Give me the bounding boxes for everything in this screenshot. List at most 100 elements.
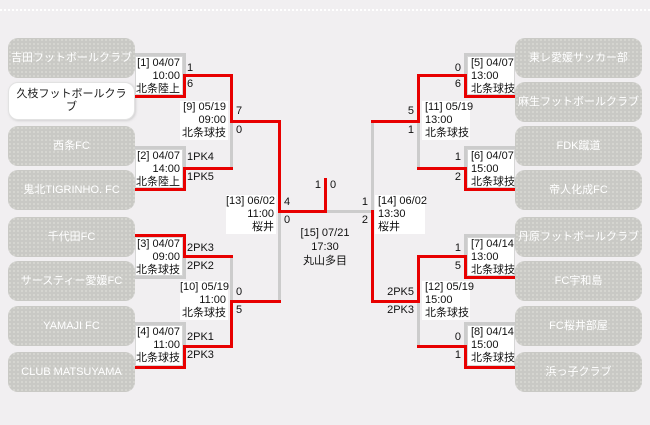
- match-4-score-bottom: 2PK3: [187, 349, 214, 361]
- match-7-info: [7] 04/14 13:00 北条球技: [467, 237, 515, 276]
- winner-path-line: [324, 178, 327, 213]
- match-venue: 北条球技: [471, 352, 515, 364]
- winner-path-line: [464, 366, 515, 369]
- match-4-score-top: 2PK1: [187, 331, 214, 343]
- match-1-score-top: 1: [187, 62, 194, 74]
- team-box[interactable]: サースティー愛媛FC: [8, 261, 135, 301]
- loser-path-line: [135, 146, 186, 149]
- match-venue: 北条球技: [136, 264, 180, 276]
- match-4-info: [4] 04/07 11:00 北条球技: [135, 325, 183, 366]
- loser-path-line: [135, 53, 186, 56]
- winner-path-line: [278, 120, 281, 213]
- match-venue: 北条球技: [136, 352, 180, 364]
- match-5-score-bottom: 6: [454, 78, 461, 90]
- loser-path-line: [464, 322, 515, 325]
- match-label: [5] 04/07: [471, 57, 514, 69]
- match-venue: 北条球技: [471, 176, 515, 188]
- loser-path-line: [230, 255, 233, 303]
- match-label: [15] 07/21: [300, 227, 350, 239]
- winner-path-line: [417, 74, 420, 123]
- loser-path-line: [183, 146, 186, 170]
- match-3-info: [3] 04/07 09:00 北条球技: [135, 237, 183, 276]
- match-10-score-bottom: 5: [236, 304, 243, 316]
- team-box[interactable]: YAMAJI FC: [8, 306, 135, 346]
- match-label: [10] 05/19: [180, 281, 229, 293]
- match-11-score-bottom: 1: [407, 124, 414, 136]
- team-box[interactable]: FC宇和島: [515, 261, 642, 301]
- loser-path-line: [464, 53, 467, 77]
- match-venue: 北条球技: [182, 307, 226, 319]
- winner-path-line: [135, 188, 186, 191]
- match-14-info: [14] 06/02 13:30 桜井: [375, 195, 427, 234]
- loser-path-line: [464, 234, 515, 237]
- match-venue: 北条球技: [425, 127, 469, 139]
- loser-path-line: [371, 120, 374, 213]
- loser-path-line: [135, 322, 186, 325]
- match-14-score-bottom: 2: [361, 214, 368, 226]
- winner-path-line: [183, 167, 186, 191]
- loser-path-line: [183, 322, 186, 348]
- match-6-score-bottom: 2: [454, 171, 461, 183]
- winner-path-line: [183, 255, 233, 258]
- team-box[interactable]: FDK蹴道: [515, 126, 642, 166]
- match-9-score-top: 7: [236, 105, 243, 117]
- loser-path-line: [464, 146, 515, 149]
- match-15-score-right: 0: [330, 179, 337, 191]
- match-venue: 北条陸上: [136, 83, 180, 95]
- team-box[interactable]: 千代田FC: [8, 217, 135, 257]
- team-box[interactable]: 東レ愛媛サッカー部: [515, 38, 642, 78]
- team-box[interactable]: 西条FC: [8, 126, 135, 166]
- match-time: 15:00: [471, 163, 499, 175]
- match-label: [3] 04/07: [137, 238, 180, 250]
- match-venue: 北条球技: [471, 83, 515, 95]
- team-box[interactable]: 浜っ子クラブ: [515, 352, 642, 392]
- winner-path-line: [417, 255, 420, 303]
- winner-path-line: [135, 95, 186, 98]
- winner-path-line: [464, 74, 467, 98]
- match-time: 13:00: [425, 114, 453, 126]
- match-9-score-bottom: 0: [236, 124, 243, 136]
- match-2-score-bottom: 1PK5: [187, 171, 214, 183]
- winner-path-line: [230, 300, 233, 348]
- match-12-score-top: 2PK5: [387, 286, 414, 298]
- team-box-champion[interactable]: 久枝フットボールクラブ: [8, 82, 135, 120]
- match-venue: 桜井: [378, 221, 400, 233]
- match-2-info: [2] 04/07 14:00 北条陸上: [135, 149, 183, 188]
- winner-path-line: [464, 276, 515, 279]
- match-label: [4] 04/07: [137, 326, 180, 338]
- team-box[interactable]: 鬼北TIGRINHO. FC: [8, 170, 135, 210]
- winner-path-line: [417, 74, 467, 77]
- match-15-score-left: 1: [314, 179, 321, 191]
- team-box[interactable]: FC桜井部屋: [515, 306, 642, 346]
- match-8-score-top: 0: [454, 331, 461, 343]
- winner-path-line: [183, 345, 186, 369]
- team-box[interactable]: 丹原フットボールクラブ: [515, 217, 642, 257]
- team-box[interactable]: 麻生フットボールクラブ: [515, 82, 642, 122]
- match-8-score-bottom: 1: [454, 349, 461, 361]
- winner-path-line: [278, 210, 327, 213]
- team-box[interactable]: 帝人化成FC: [515, 170, 642, 210]
- team-box[interactable]: CLUB MATSUYAMA: [8, 352, 135, 392]
- match-time: 13:00: [471, 251, 499, 263]
- match-time: 11:00: [199, 294, 226, 306]
- match-13-info: [13] 06/02 11:00 桜井: [226, 195, 276, 234]
- match-time: 14:00: [152, 163, 180, 175]
- match-label: [7] 04/14: [471, 238, 514, 250]
- winner-path-line: [230, 74, 233, 123]
- winner-path-line: [183, 74, 233, 77]
- match-8-info: [8] 04/14 15:00 北条球技: [467, 325, 515, 366]
- winner-path-line: [230, 120, 281, 123]
- match-10-info: [10] 05/19 11:00 北条球技: [180, 281, 229, 320]
- match-1-info: [1] 04/07 10:00 北条陸上: [135, 56, 183, 95]
- match-time: 11:00: [153, 339, 180, 351]
- team-box[interactable]: 吉田フットボールクラブ: [8, 38, 135, 78]
- loser-path-line: [230, 120, 233, 170]
- match-label: [6] 04/07: [471, 150, 514, 162]
- match-15-info: [15] 07/21 17:30 丸山多目: [285, 226, 365, 268]
- winner-path-line: [417, 345, 467, 348]
- match-time: 13:30: [378, 208, 406, 220]
- winner-path-line: [135, 366, 186, 369]
- match-venue: 丸山多目: [303, 255, 347, 267]
- loser-path-line: [135, 276, 186, 279]
